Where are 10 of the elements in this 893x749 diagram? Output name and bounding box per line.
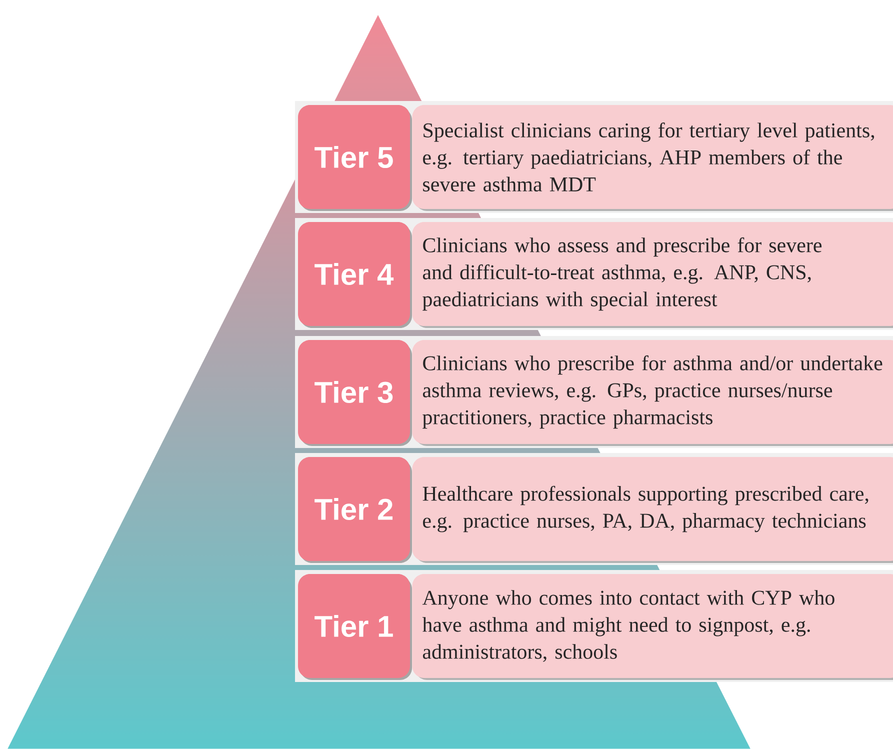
description-box: Anyone who comes into contact with CYP who have asthma and might need to signpost, e.g. administrators, schools bbox=[412, 574, 893, 680]
tier-badge: Tier 4 bbox=[298, 222, 412, 328]
description-box: Clinicians who prescribe for asthma and/or undertake asthma reviews, e.g. GPs, practice nurses/nurse practitioners, practice pharmacists bbox=[412, 340, 893, 446]
description-box: Specialist clinicians caring for tertiary level patients, e.g. tertiary paediatricians, AHP members of the severe asthma MDT bbox=[412, 105, 893, 211]
description-box: Healthcare professionals supporting prescribed care, e.g. practice nurses, PA, DA, pharmacy technicians bbox=[412, 457, 893, 563]
tier-badge: Tier 1 bbox=[298, 574, 412, 680]
tier-badge: Tier 5 bbox=[298, 105, 412, 211]
tier-badge: Tier 3 bbox=[298, 340, 412, 446]
description-box: Clinicians who assess and prescribe for severe and difficult-to-treat asthma, e.g. ANP, CNS, paediatricians with special interest bbox=[412, 222, 893, 328]
tier-badge: Tier 2 bbox=[298, 457, 412, 563]
